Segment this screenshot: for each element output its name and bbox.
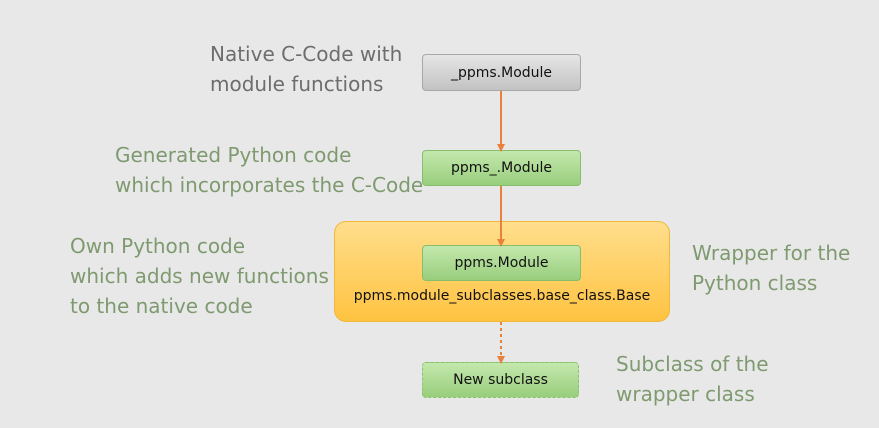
generated-module-box: ppms_.Module xyxy=(422,150,581,186)
wrapper-label: Wrapper for the Python class xyxy=(692,241,851,295)
own-code-label: Own Python code which adds new functions… xyxy=(70,234,329,318)
generated-code-label: Generated Python code which incorporates… xyxy=(115,143,424,197)
subclass-label: Subclass of the wrapper class xyxy=(616,352,769,406)
wrapper-class-name: ppms.module_subclasses.base_class.Base xyxy=(353,288,651,304)
native-module-box: _ppms.Module xyxy=(422,54,581,91)
native-code-label: Native C-Code with module functions xyxy=(210,42,403,96)
